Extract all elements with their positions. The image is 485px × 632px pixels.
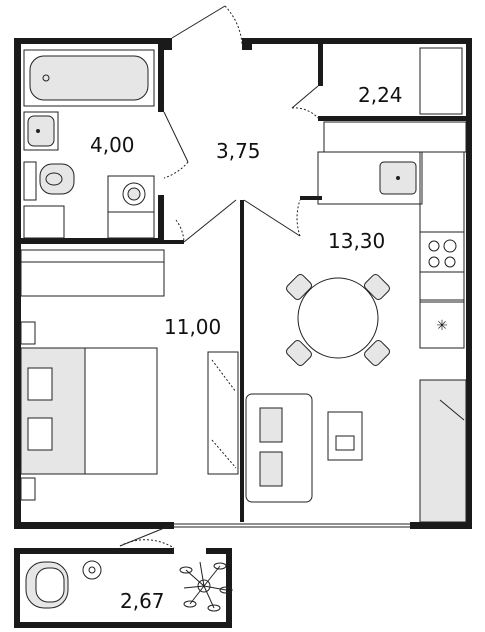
side-table-icon — [82, 560, 102, 580]
washing-machine-icon — [107, 175, 155, 239]
wardrobe — [20, 249, 165, 297]
sink-icon — [379, 161, 417, 195]
svg-text:✳: ✳ — [436, 318, 448, 334]
cabinet — [23, 205, 65, 239]
tv-icon — [419, 379, 467, 523]
windows — [16, 470, 410, 528]
bathtub-icon — [23, 49, 155, 107]
wardrobe-bedroom — [207, 351, 239, 475]
toilet-icon — [23, 161, 75, 201]
sofa-icon — [245, 393, 313, 503]
plant-icon — [179, 561, 233, 612]
sink-icon — [23, 111, 59, 151]
kitchen-counter — [317, 151, 465, 303]
coffee-table — [327, 411, 363, 461]
storage-area-label: 2,24 — [358, 83, 403, 107]
balcony-area-label: 2,67 — [120, 589, 165, 613]
kitchen-area-label: 13,30 — [328, 229, 385, 253]
inner-walls — [14, 44, 472, 628]
bathroom-area-label: 4,00 — [90, 133, 135, 157]
bedroom-area-label: 11,00 — [164, 315, 221, 339]
dining-table-icon — [286, 274, 390, 366]
doors — [119, 5, 319, 549]
armchair-icon — [25, 561, 69, 609]
stove-icon — [419, 231, 465, 273]
hall-area-label: 3,75 — [216, 139, 261, 163]
bed-icon — [20, 347, 158, 475]
nightstands — [20, 321, 36, 501]
fridge-icon: ✳ — [419, 299, 465, 349]
